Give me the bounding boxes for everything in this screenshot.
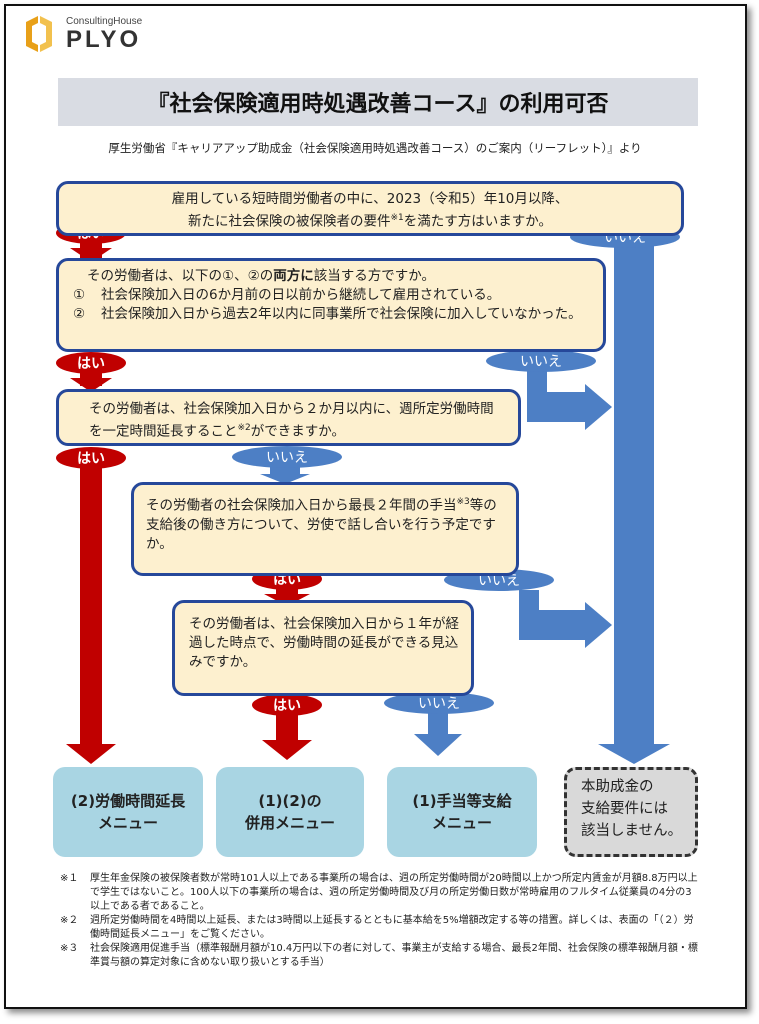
question-box-1: 雇用している短時間労働者の中に、2023（令和5）年10月以降、 新たに社会保険…: [56, 181, 684, 236]
q2-item1: 社会保険加入日の6か月前の日以前から継続して雇用されている。: [101, 287, 501, 303]
no-arrow-q4-head: [585, 602, 612, 648]
q2-item2: 社会保険加入日から過去2年以内に同事業所で社会保険に加入していなかった。: [101, 306, 582, 322]
m4-line3: 該当しません。: [581, 823, 683, 839]
m4-line2: 支給要件には: [581, 801, 668, 817]
q3-text-b: ができますか。: [250, 423, 346, 440]
question-box-3: その労働者は、社会保険加入日から２か月以内に、週所定労働時間を一定時間延長するこ…: [56, 389, 521, 446]
no-arrow-main-shaft: [614, 236, 654, 746]
no-arrow-q5-down: [414, 734, 462, 756]
yes-label-q3: はい: [56, 447, 126, 469]
no-label-q3: いいえ: [232, 446, 342, 468]
result-allowance-menu: (1)手当等支給 メニュー: [387, 767, 537, 857]
yes-arrow-q3-shaft: [80, 464, 102, 746]
m3-line2: メニュー: [431, 814, 492, 832]
yes-label-q5: はい: [252, 694, 322, 716]
no-arrow-q4-shaft: [519, 610, 587, 640]
no-arrow-q2-head: [585, 384, 612, 430]
q1-line2b: を満たす方はいますか。: [403, 213, 552, 230]
result-not-eligible: 本助成金の 支給要件には 該当しません。: [564, 767, 698, 857]
m2-line2: 併用メニュー: [244, 814, 335, 832]
m3-line1: (1)手当等支給: [412, 792, 512, 810]
m1-line1: (2)労働時間延長: [70, 792, 186, 810]
q4-text-a: その労働者の社会保険加入日から最長２年間の手当: [146, 497, 457, 514]
source-citation: 厚生労働省『キャリアアップ助成金（社会保険適用時処遇改善コース）のご案内（リーフ…: [108, 141, 642, 155]
q1-line2a: 新たに社会保険の被保険者の要件: [187, 213, 391, 230]
m1-line2: メニュー: [97, 814, 158, 832]
question-box-2: その労働者は、以下の①、②の両方に該当する方ですか。 ① 社会保険加入日の6か月前…: [56, 258, 606, 352]
question-box-4: その労働者の社会保険加入日から最長２年間の手当※3等の支給後の働き方について、労…: [131, 482, 519, 576]
no-arrow-q2-shaft: [527, 392, 587, 422]
no-label-q2: いいえ: [486, 350, 596, 372]
yes-arrow-q5: [262, 740, 312, 760]
logo-subtext: ConsultingHouse: [66, 16, 143, 27]
yes-label-q2: はい: [56, 352, 126, 374]
q2-lead-a: その労働者は、以下の①、②の: [87, 268, 274, 284]
yes-arrow-q3-head: [66, 744, 116, 764]
m2-line1: (1)(2)の: [258, 792, 322, 810]
no-arrow-q3-down: [260, 466, 310, 484]
result-combined-menu: (1)(2)の 併用メニュー: [216, 767, 364, 857]
q2-item2-number: ②: [73, 306, 86, 322]
plyo-logo: ConsultingHouse PLYO: [22, 16, 172, 56]
yes-arrow-q2: [70, 378, 112, 392]
q3-text-a: その労働者は、社会保険加入日から２か月以内に、週所定労働時間を一定時間延長するこ…: [89, 401, 494, 440]
yes-arrow-q1: [70, 248, 112, 262]
question-box-5: その労働者は、社会保険加入日から１年が経過した時点で、労働時間の延長ができる見込…: [172, 600, 474, 696]
page-title: 『社会保険適用時処遇改善コース』の利用可否: [58, 78, 698, 126]
q2-lead-bold: 両方に: [273, 268, 314, 284]
no-arrow-main-head: [598, 744, 670, 764]
result-labor-hours-extension-menu: (2)労働時間延長 メニュー: [53, 767, 203, 857]
q2-item1-number: ①: [73, 287, 86, 303]
logo-mark-icon: [26, 16, 52, 52]
q4-text-b: 等の支給後の働き方について、労使で話し合いを行う予定ですか。: [146, 497, 497, 552]
q1-line1: 雇用している短時間労働者の中に、2023（令和5）年10月以降、: [171, 191, 569, 207]
logo-text: PLYO: [66, 26, 142, 53]
m4-line1: 本助成金の: [581, 779, 654, 795]
q1-footnote-mark: ※1: [390, 213, 404, 223]
no-label-q5: いいえ: [384, 692, 494, 714]
q3-footnote-mark: ※2: [237, 423, 251, 433]
q2-lead-b: 該当する方ですか。: [313, 268, 435, 284]
q4-footnote-mark: ※3: [456, 497, 470, 507]
